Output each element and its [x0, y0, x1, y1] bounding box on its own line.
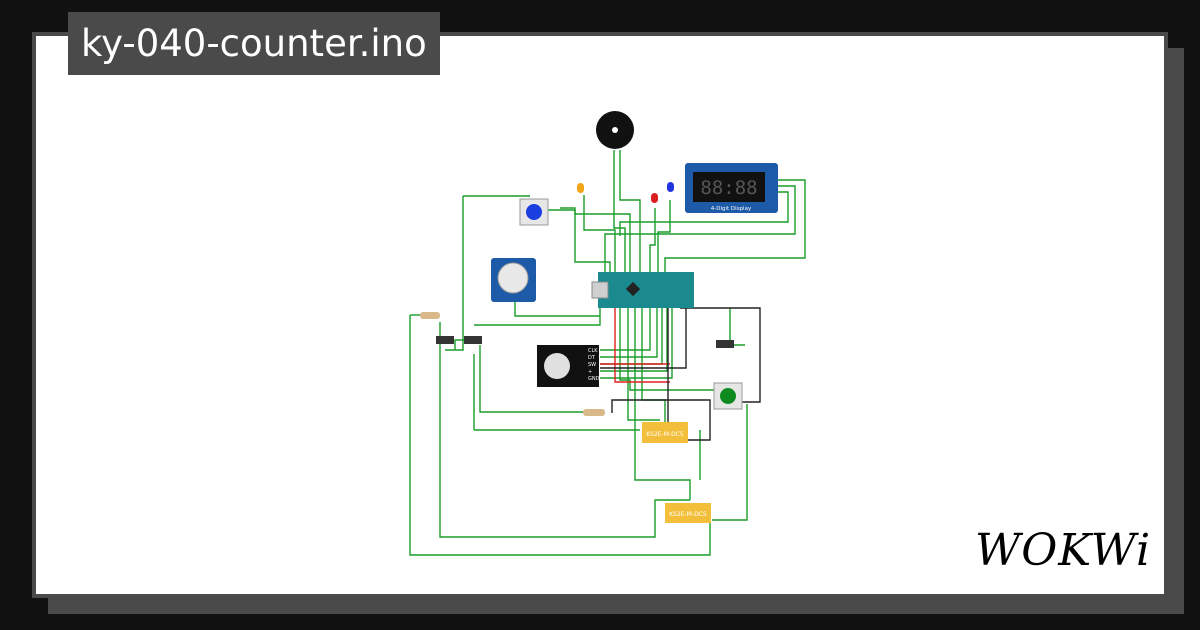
rotary-encoder[interactable]: CLK DT SW + GND [537, 345, 600, 387]
buzzer[interactable] [596, 111, 634, 149]
relay-1[interactable]: KS2E-M-DC5 [642, 422, 688, 443]
led-yellow[interactable] [577, 183, 584, 193]
resistor-1[interactable] [420, 312, 440, 319]
relay-2-label: KS2E-M-DC5 [669, 511, 707, 518]
led-blue[interactable] [667, 182, 674, 192]
arduino-nano[interactable] [591, 272, 694, 308]
pushbutton-blue[interactable] [519, 198, 549, 226]
green-wires [409, 150, 806, 556]
encoder-pin-dt: DT [588, 355, 596, 361]
pushbutton-green[interactable] [713, 382, 743, 410]
wokwi-logo: WOKWi [975, 525, 1152, 576]
encoder-pin-gnd: GND [588, 376, 600, 382]
encoder-pin-vcc: + [588, 369, 592, 375]
project-title: ky-040-counter.ino [68, 12, 440, 75]
relay-1-label: KS2E-M-DC5 [646, 431, 684, 438]
display-label: 4-Digit Display [711, 206, 752, 212]
red-wires [600, 308, 670, 383]
led-red[interactable] [651, 193, 658, 203]
black-wires [600, 307, 761, 441]
potentiometer[interactable] [491, 258, 536, 302]
display-digits: 88:88 [700, 177, 757, 199]
four-digit-display[interactable]: 88:88 4-Digit Display [685, 163, 778, 213]
encoder-pin-clk: CLK [588, 348, 598, 354]
resistor-2[interactable] [583, 409, 605, 416]
slide-switch-3[interactable] [716, 340, 734, 348]
slide-switch-2[interactable] [464, 336, 482, 344]
relay-2[interactable]: KS2E-M-DC5 [665, 503, 711, 523]
slide-switch-1[interactable] [436, 336, 454, 344]
encoder-pin-sw: SW [588, 362, 596, 368]
